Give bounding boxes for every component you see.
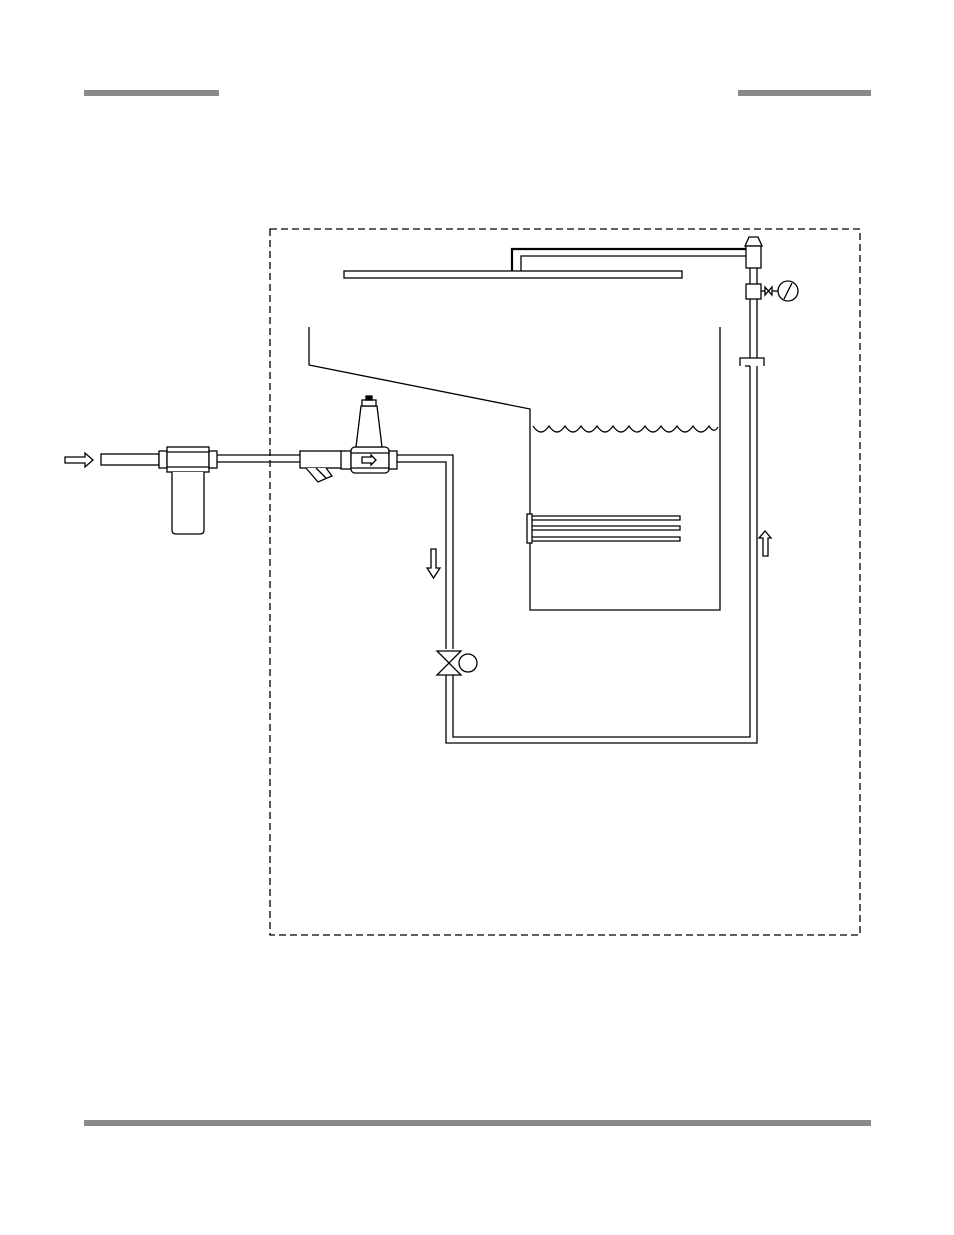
- inlet-arrow-icon: [65, 453, 93, 467]
- machine-boundary: [270, 229, 860, 935]
- spray-nozzle-icon: [745, 237, 762, 268]
- y-strainer-icon: [300, 451, 342, 482]
- pressure-regulator-icon: [341, 396, 397, 473]
- down-flow-arrow-icon: [427, 549, 440, 578]
- solenoid-valve-icon: [437, 651, 477, 675]
- spray-manifold: [344, 271, 682, 278]
- heating-element-icon: [527, 514, 680, 543]
- pipe-union: [740, 358, 764, 366]
- up-flow-arrow-icon: [759, 531, 771, 556]
- inlet-hose: [101, 454, 159, 465]
- water-filter-icon: [159, 447, 217, 534]
- pressure-gauge-icon: [746, 281, 798, 301]
